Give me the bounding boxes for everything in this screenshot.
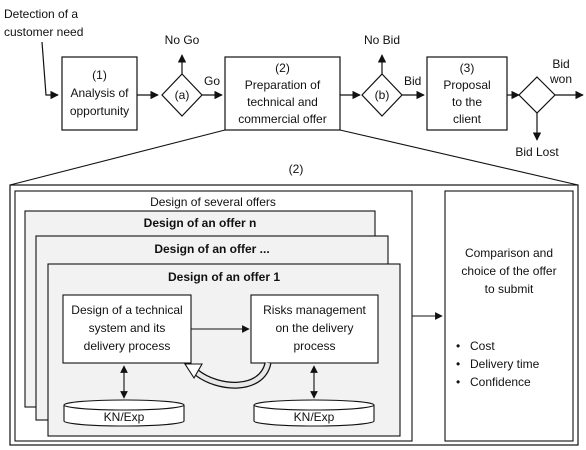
- step-2-number: (2): [275, 61, 290, 75]
- technical-line-3: delivery process: [84, 339, 171, 353]
- criteria-cost: Cost: [470, 339, 495, 353]
- step-3-number: (3): [460, 61, 475, 75]
- risks-line-1: Risks management: [263, 303, 366, 317]
- step-2-line-2: technical and: [247, 95, 318, 109]
- comparison-line-3: to submit: [485, 282, 534, 296]
- zoom-line-left: [9, 129, 226, 186]
- feedback-arrow-body: [194, 362, 271, 388]
- right-database: KN/Exp: [253, 399, 375, 427]
- comparison-box: [444, 190, 574, 442]
- step-2-line-3: commercial offer: [238, 112, 326, 126]
- top-process-flow: Detection of a customer need (1) Analysi…: [4, 7, 584, 159]
- no-go-label: No Go: [165, 33, 200, 47]
- risks-line-2: on the delivery: [275, 321, 353, 335]
- step-1-line-1: Analysis of: [70, 86, 129, 100]
- step-2-line-1: Preparation of: [245, 78, 321, 92]
- criteria-confidence: Confidence: [470, 375, 531, 389]
- no-bid-label: No Bid: [364, 33, 400, 47]
- step-1-number: (1): [92, 68, 107, 82]
- left-database: KN/Exp: [63, 399, 185, 427]
- gate-a-diamond: [161, 73, 203, 117]
- offer-1-title: Design of an offer 1: [168, 270, 280, 284]
- comparison-line-2: choice of the offer: [461, 264, 556, 278]
- gate-a-label: (a): [175, 88, 190, 102]
- bid-label: Bid: [404, 74, 421, 88]
- gate-b-diamond: [361, 73, 403, 117]
- bid-lost-label: Bid Lost: [515, 145, 559, 159]
- criteria-delivery-time: Delivery time: [470, 357, 540, 371]
- offers-group-title: Design of several offers: [150, 195, 276, 209]
- bid-won-line-1: Bid: [552, 57, 569, 71]
- step-3-line-3: client: [453, 112, 482, 126]
- technical-line-1: Design of a technical: [71, 303, 182, 317]
- bid-won-line-2: won: [549, 72, 572, 86]
- criteria-bullet-2: •: [456, 357, 460, 371]
- step-2-box: [224, 56, 341, 131]
- step-3-line-1: Proposal: [443, 78, 490, 92]
- criteria-bullet-1: •: [456, 339, 460, 353]
- trigger-line-1: Detection of a: [4, 7, 78, 21]
- right-db-label: KN/Exp: [294, 410, 335, 424]
- step-1-line-2: opportunity: [70, 104, 129, 118]
- go-label: Go: [204, 74, 220, 88]
- offer-n-title: Design of an offer n: [144, 216, 257, 230]
- gate-b-label: (b): [375, 88, 390, 102]
- feedback-arrow-head: [183, 363, 203, 380]
- step-3-box: [426, 56, 508, 131]
- zoom-line-right: [339, 129, 579, 186]
- offer-dots-title: Design of an offer ...: [154, 242, 269, 256]
- detail-panel: Design of several offers Design of an of…: [9, 184, 579, 446]
- step-1-box: [61, 56, 138, 131]
- trigger-arrow: [41, 41, 59, 100]
- criteria-bullet-3: •: [456, 375, 460, 389]
- step-3-line-2: to the: [452, 95, 482, 109]
- trigger-line-2: customer need: [4, 25, 83, 39]
- left-db-label: KN/Exp: [104, 410, 145, 424]
- risks-line-3: process: [293, 339, 335, 353]
- technical-line-2: system and its: [89, 321, 166, 335]
- comparison-line-1: Comparison and: [465, 246, 553, 260]
- risks-management-box: [250, 294, 379, 364]
- detail-marker: (2): [289, 162, 304, 176]
